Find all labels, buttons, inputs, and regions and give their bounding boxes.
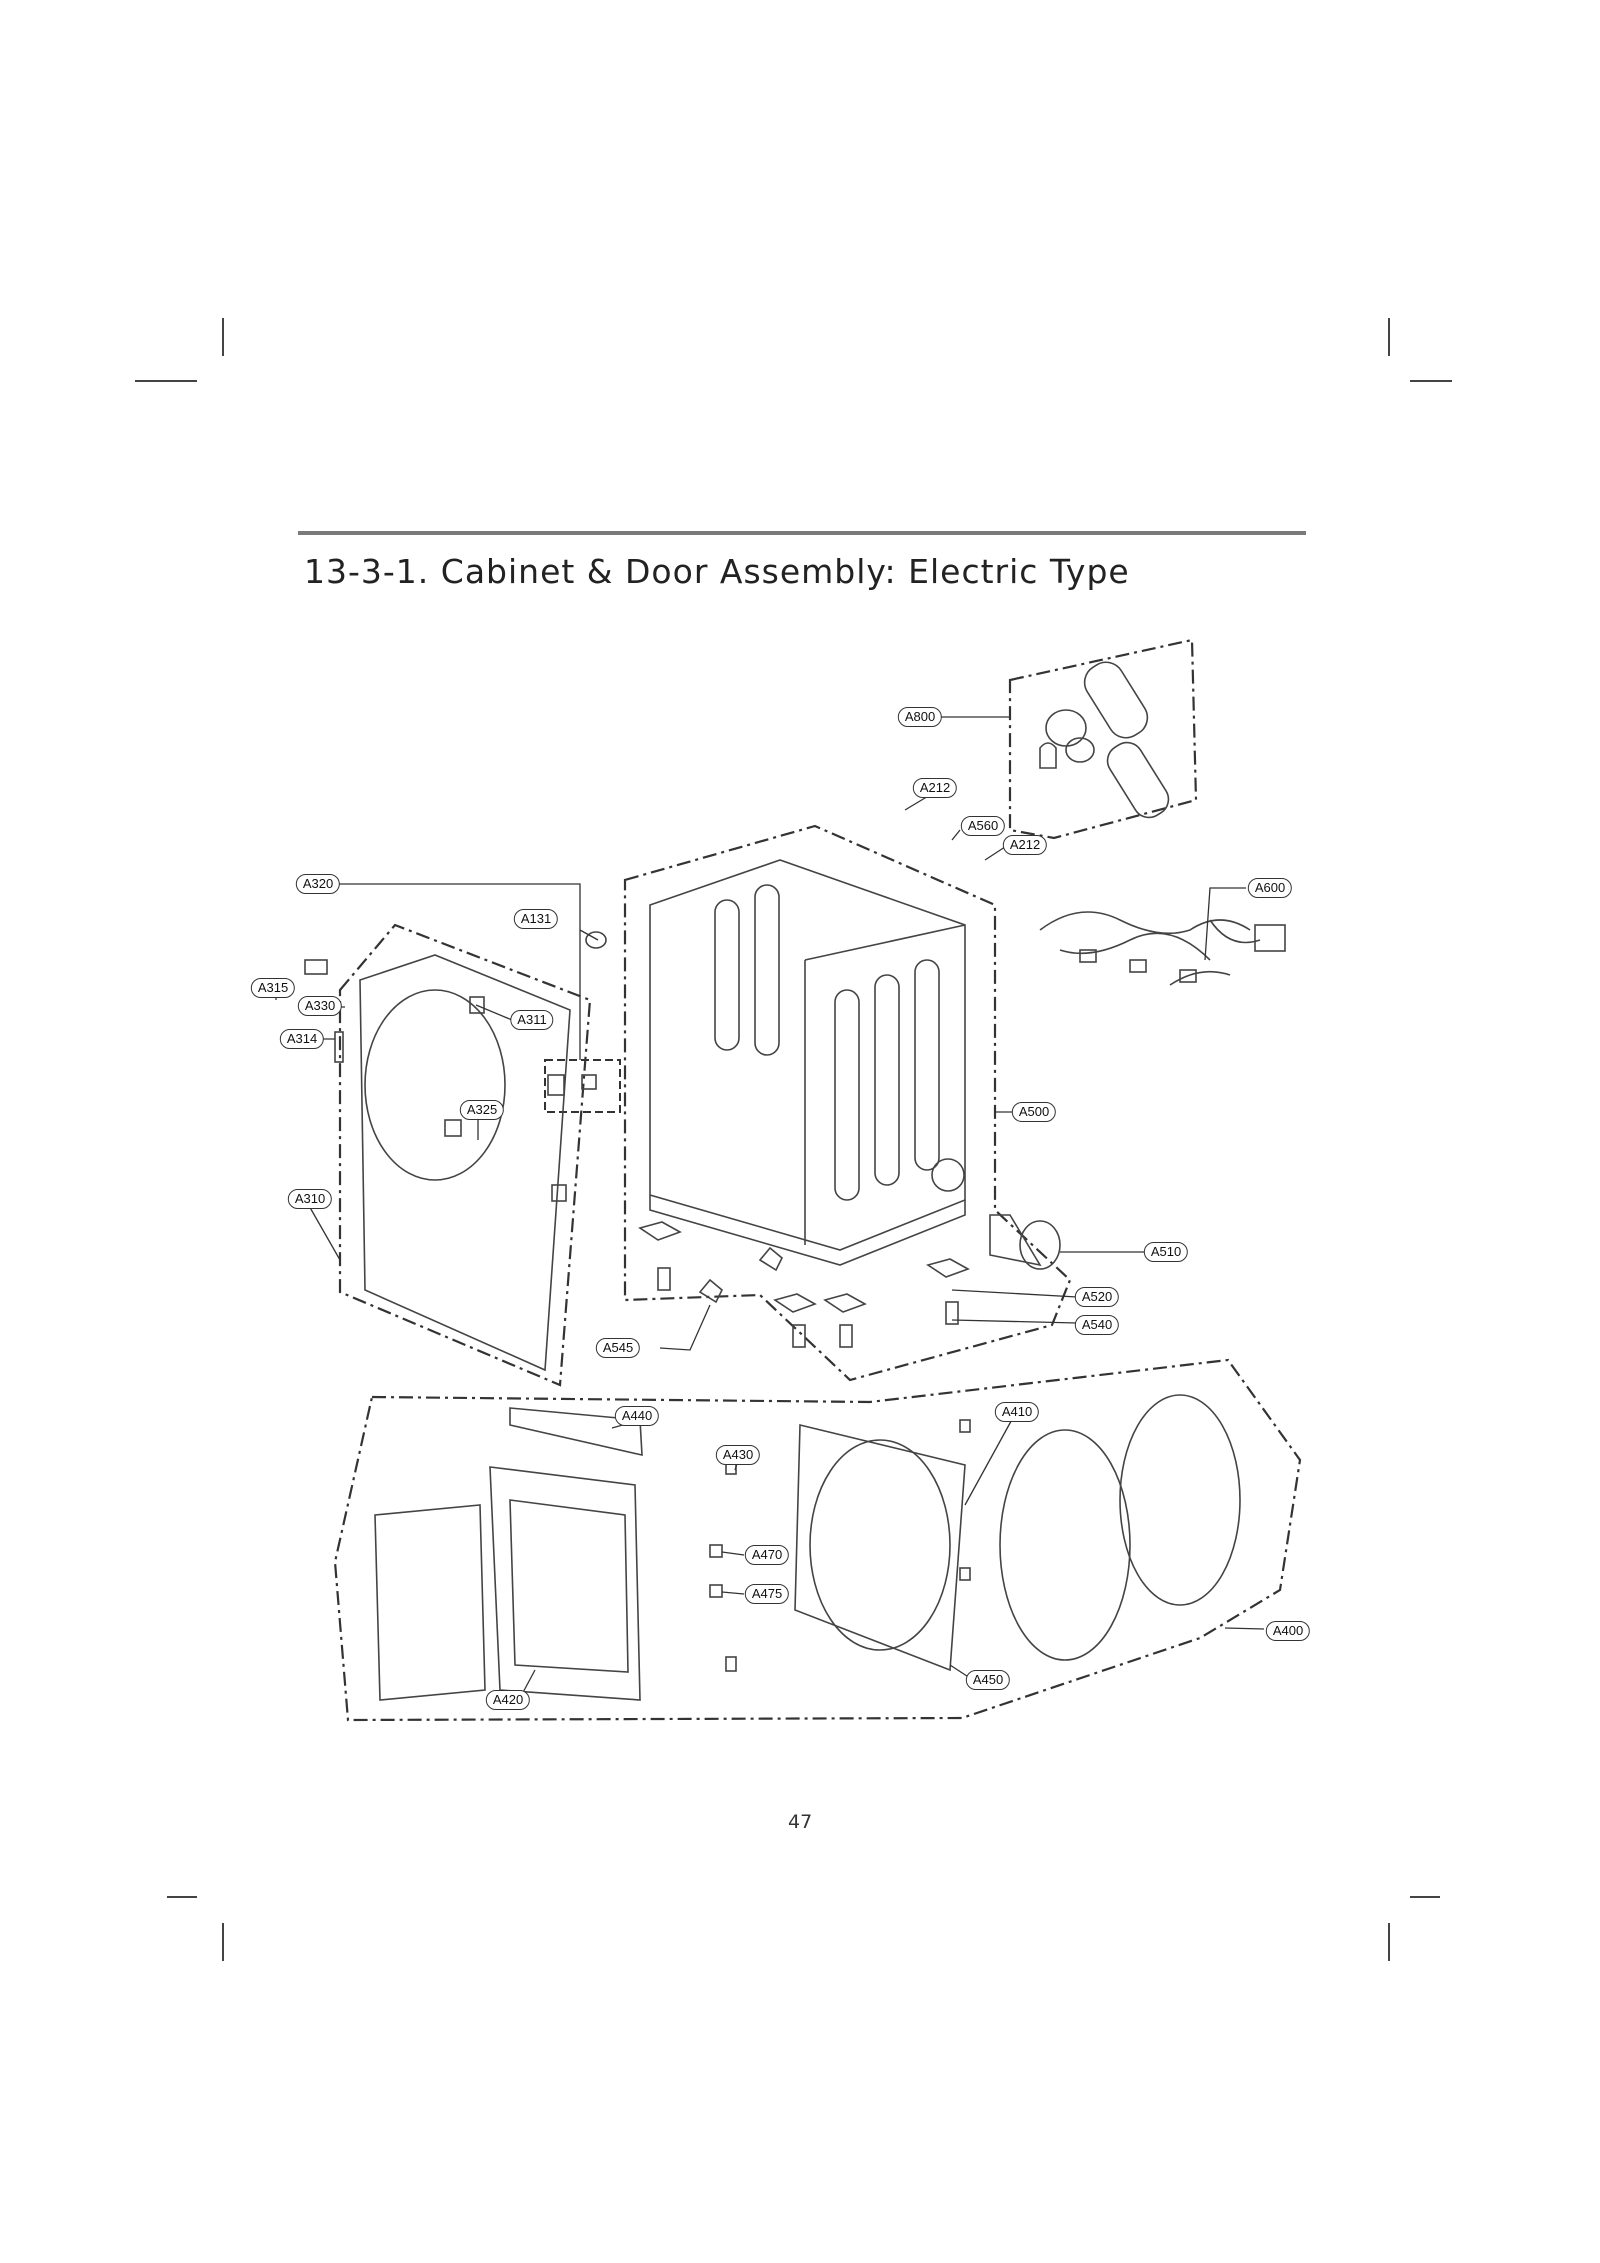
duct-pipe <box>1106 741 1170 819</box>
door-frame <box>489 1466 641 1701</box>
duct-clamp <box>1039 742 1057 769</box>
callout-a400: A400 <box>1265 1621 1311 1641</box>
front-panel <box>359 954 571 1372</box>
door-assembly-boundary <box>333 1358 1302 1722</box>
callout-a325: A325 <box>459 1100 505 1120</box>
door-glass <box>1119 1394 1241 1606</box>
callout-a311: A311 <box>510 1010 554 1030</box>
crop-mark <box>1410 380 1452 382</box>
callout-a440: A440 <box>614 1406 660 1426</box>
callout-a500: A500 <box>1011 1102 1057 1122</box>
page-number: 47 <box>788 1811 813 1833</box>
callout-a320: A320 <box>295 874 341 894</box>
callout-a212: A212 <box>1002 835 1048 855</box>
callout-a600: A600 <box>1247 878 1293 898</box>
callout-a510: A510 <box>1143 1242 1189 1262</box>
crop-mark <box>1388 1923 1390 1961</box>
callout-a470: A470 <box>744 1545 790 1565</box>
callout-a475: A475 <box>744 1584 790 1604</box>
callout-a310: A310 <box>287 1189 333 1209</box>
callout-a450: A450 <box>965 1670 1011 1690</box>
wire-harness <box>1039 911 1261 986</box>
door-glass-gasket <box>999 1429 1131 1661</box>
front-panel-boundary <box>338 923 592 1387</box>
door-inner-frame <box>794 1423 966 1672</box>
duct-pipe <box>1083 661 1149 739</box>
duct-elbow <box>1045 709 1087 747</box>
duct-kit-boundary <box>1008 638 1198 840</box>
callout-a131: A131 <box>513 909 559 929</box>
door-outer-panel <box>374 1504 486 1701</box>
crop-mark <box>167 1896 197 1898</box>
callout-a410: A410 <box>994 1402 1040 1422</box>
exhaust-outlet <box>989 1214 1042 1267</box>
callout-a420: A420 <box>485 1690 531 1710</box>
callout-a330: A330 <box>297 996 343 1016</box>
callout-a560: A560 <box>960 816 1006 836</box>
crop-mark <box>1410 1896 1440 1898</box>
callout-a520: A520 <box>1074 1287 1120 1307</box>
callout-a315: A315 <box>250 978 296 998</box>
door-top-trim <box>509 1407 643 1457</box>
crop-mark <box>135 380 197 382</box>
page-title: 13-3-1. Cabinet & Door Assembly: Electri… <box>304 552 1130 591</box>
crop-mark <box>222 1923 224 1961</box>
callout-a314: A314 <box>279 1029 325 1049</box>
callout-a212: A212 <box>912 778 958 798</box>
cabinet-body <box>649 859 966 1251</box>
callout-a800: A800 <box>897 707 943 727</box>
title-rule <box>298 531 1306 535</box>
sensor-inset-box <box>544 1059 621 1113</box>
crop-mark <box>1388 318 1390 356</box>
crop-mark <box>222 318 224 356</box>
callout-a540: A540 <box>1074 1315 1120 1335</box>
callout-a430: A430 <box>715 1445 761 1465</box>
cabinet-boundary <box>623 824 1072 1382</box>
callout-a545: A545 <box>595 1338 641 1358</box>
